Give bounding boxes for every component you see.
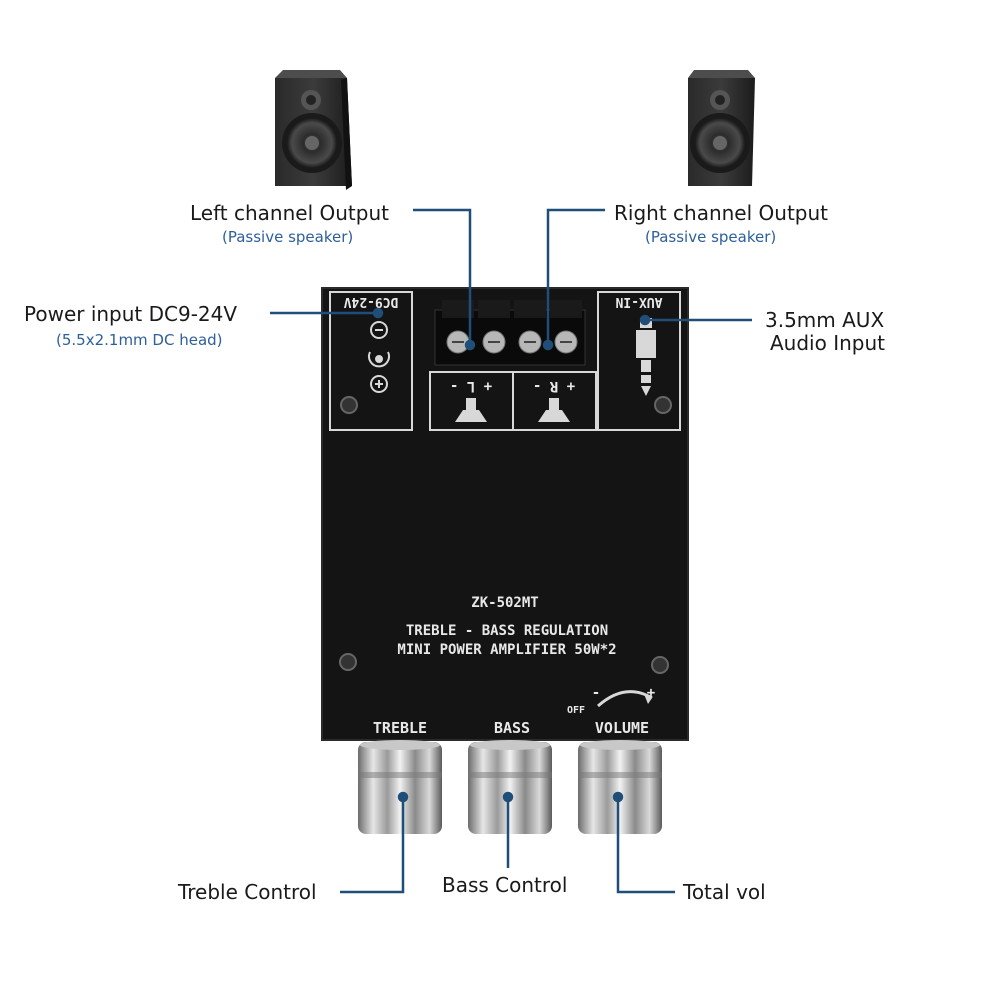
dc-board-label: DC9-24V [343,294,398,309]
treble-callout [340,797,405,894]
left-output-callout [413,208,472,345]
power-input-label: Power input DC9-24V [24,302,238,326]
dc-section-frame [329,291,413,431]
speaker-terminal-block [434,300,586,366]
volume-knob[interactable] [578,740,662,834]
treble-control-label: Treble Control [178,880,317,904]
left-output-label: Left channel Output [190,201,389,225]
volume-callout [616,797,675,894]
aux-input-label-line2: Audio Input [770,331,885,355]
aux-input-label-line1: 3.5mm AUX [765,308,885,332]
volume-plus-label: + [647,685,655,701]
volume-minus-label: - [592,685,600,701]
left-output-sublabel: (Passive speaker) [222,228,354,246]
left-speaker-image [275,70,352,190]
speaker-symbol-icon [455,398,570,422]
board-line2: MINI POWER AMPLIFIER 50W*2 [397,642,616,658]
amplifier-board: DC9-24V + L - + R [321,287,689,741]
board-model: ZK-502MT [471,595,538,611]
screw-icon [339,653,357,671]
right-terminal-label: + R - [533,378,575,394]
board-line1: TREBLE - BASS REGULATION [406,623,608,639]
volume-board-label: VOLUME [595,719,649,737]
bass-control-label: Bass Control [442,873,568,897]
volume-off-label: OFF [567,705,585,716]
right-output-sublabel: (Passive speaker) [645,228,777,246]
left-terminal-label: + L - [450,378,492,394]
treble-knob[interactable] [358,740,442,834]
callout-lines [270,208,752,894]
total-vol-label: Total vol [683,880,766,904]
screw-icon [654,396,672,414]
right-output-callout [546,208,605,345]
bass-board-label: BASS [494,719,530,737]
screw-icon [340,396,358,414]
screw-icon [651,656,669,674]
treble-board-label: TREBLE [373,719,427,737]
right-speaker-image [688,70,755,186]
volume-arc-icon [597,690,653,708]
aux-section-frame [597,291,681,431]
power-input-sublabel: (5.5x2.1mm DC head) [56,331,223,349]
dc-jack-icon [368,321,390,393]
aux-board-label: AUX-IN [615,294,662,309]
right-output-label: Right channel Output [614,201,828,225]
bass-knob[interactable] [468,740,552,834]
